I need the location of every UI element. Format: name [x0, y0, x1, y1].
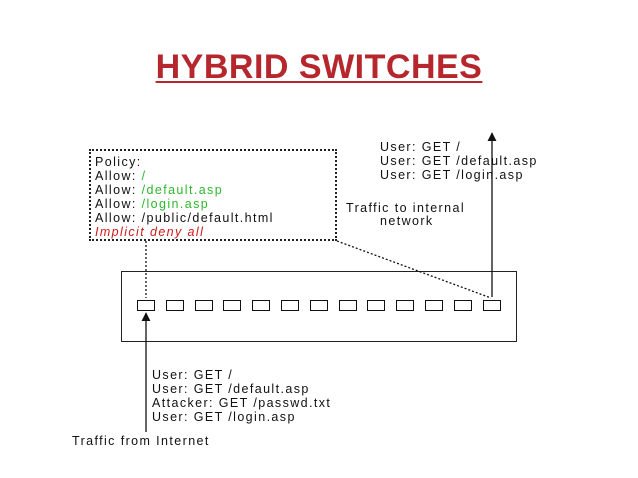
switch-port	[309, 300, 328, 311]
slide-title: HYBRID SWITCHES	[155, 48, 483, 86]
internet-request: User: GET /login.asp	[152, 410, 296, 424]
policy-box	[89, 149, 337, 241]
switch-port	[425, 300, 443, 311]
switch-port	[367, 300, 386, 311]
internal-request: User: GET /	[380, 140, 462, 154]
switch-chassis	[121, 271, 517, 342]
switch-port	[194, 300, 213, 311]
switch-port	[281, 300, 299, 311]
internal-request: User: GET /login.asp	[380, 168, 524, 182]
policy-rule: Allow: /public/default.html	[95, 211, 274, 225]
policy-rule: Allow: /	[95, 169, 147, 183]
policy-deny-rule: Implicit deny all	[95, 225, 205, 239]
policy-rule: Allow: /login.asp	[95, 197, 210, 211]
internet-request: User: GET /default.asp	[152, 382, 310, 396]
internet-request: Attacker: GET /passwd.txt	[152, 396, 332, 410]
internet-traffic-label: Traffic from Internet	[72, 434, 210, 448]
policy-header: Policy:	[95, 155, 142, 169]
internal-label-line2: network	[380, 214, 434, 228]
switch-port	[482, 300, 501, 311]
switch-port	[252, 300, 271, 311]
switch-port	[165, 300, 184, 311]
internet-request: User: GET /	[152, 368, 234, 382]
internal-label-line1: Traffic to internal	[346, 201, 466, 215]
internal-request: User: GET /default.asp	[380, 154, 538, 168]
switch-port	[137, 300, 155, 311]
switch-port	[223, 300, 242, 311]
policy-rule: Allow: /default.asp	[95, 183, 224, 197]
policy-to-internal-dotted-line	[336, 240, 492, 299]
switch-port	[453, 300, 472, 311]
switch-port	[338, 300, 357, 311]
switch-port	[396, 300, 415, 311]
